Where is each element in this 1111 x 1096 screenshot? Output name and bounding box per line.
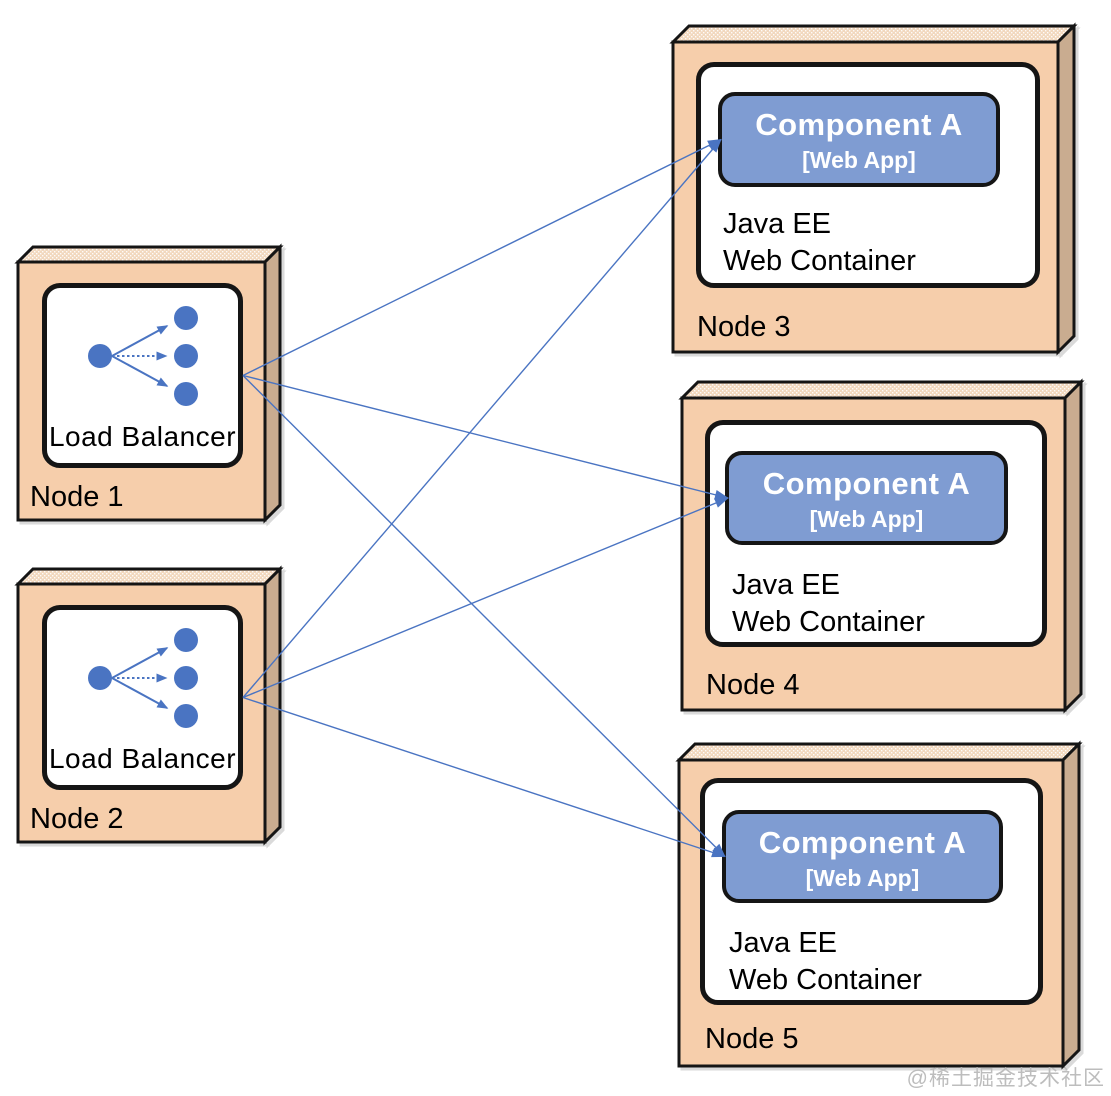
node-label: Node 4 bbox=[706, 669, 800, 701]
node-4: Component A [Web App] Java EE Web Contai… bbox=[678, 378, 1085, 714]
component-box: Component A [Web App] bbox=[725, 451, 1008, 545]
node-1: Load Balancer Node 1 bbox=[14, 243, 284, 524]
container-line-2: Web Container bbox=[729, 964, 922, 996]
container-type-label: Java EE Web Container bbox=[723, 206, 916, 280]
container-line-1: Java EE bbox=[723, 208, 831, 240]
component-title: Component A bbox=[762, 466, 971, 501]
component-box: Component A [Web App] bbox=[722, 810, 1003, 903]
node-label: Node 2 bbox=[30, 803, 124, 835]
load-balancer-label: Load Balancer bbox=[48, 421, 237, 452]
load-balancer-label: Load Balancer bbox=[48, 743, 237, 774]
component-title: Component A bbox=[758, 825, 967, 860]
container-line-1: Java EE bbox=[732, 569, 840, 601]
component-title: Component A bbox=[755, 107, 963, 142]
node-2: Load Balancer Node 2 bbox=[14, 565, 284, 846]
watermark: @稀土掘金技术社区 bbox=[906, 1067, 1105, 1090]
load-balancer-box: Load Balancer bbox=[42, 605, 243, 790]
component-subtitle: [Web App] bbox=[809, 506, 924, 532]
node-label: Node 5 bbox=[705, 1023, 799, 1055]
web-container-box: Component A [Web App] Java EE Web Contai… bbox=[696, 62, 1040, 288]
node-label: Node 3 bbox=[697, 311, 791, 343]
load-balancer-box: Load Balancer bbox=[42, 283, 243, 468]
node-3: Component A [Web App] Java EE Web Contai… bbox=[669, 22, 1078, 356]
connection-arrow bbox=[242, 696, 726, 858]
connection-arrow bbox=[242, 138, 722, 377]
load-balancer-icon bbox=[87, 306, 198, 406]
container-line-2: Web Container bbox=[732, 606, 925, 638]
component-subtitle: [Web App] bbox=[802, 147, 916, 173]
component-subtitle: [Web App] bbox=[805, 865, 920, 891]
connection-arrow bbox=[242, 375, 726, 858]
container-line-2: Web Container bbox=[723, 245, 916, 277]
load-balancer-icon bbox=[87, 628, 198, 728]
container-line-1: Java EE bbox=[729, 927, 837, 959]
node-label: Node 1 bbox=[30, 481, 124, 513]
container-type-label: Java EE Web Container bbox=[732, 567, 925, 641]
connection-arrow bbox=[242, 138, 722, 698]
connection-arrow bbox=[242, 374, 729, 500]
component-box: Component A [Web App] bbox=[718, 92, 1000, 187]
web-container-box: Component A [Web App] Java EE Web Contai… bbox=[705, 420, 1047, 647]
node-5: Component A [Web App] Java EE Web Contai… bbox=[675, 740, 1083, 1070]
container-type-label: Java EE Web Container bbox=[729, 925, 922, 999]
web-container-box: Component A [Web App] Java EE Web Contai… bbox=[700, 778, 1043, 1005]
connection-arrow bbox=[242, 497, 729, 699]
